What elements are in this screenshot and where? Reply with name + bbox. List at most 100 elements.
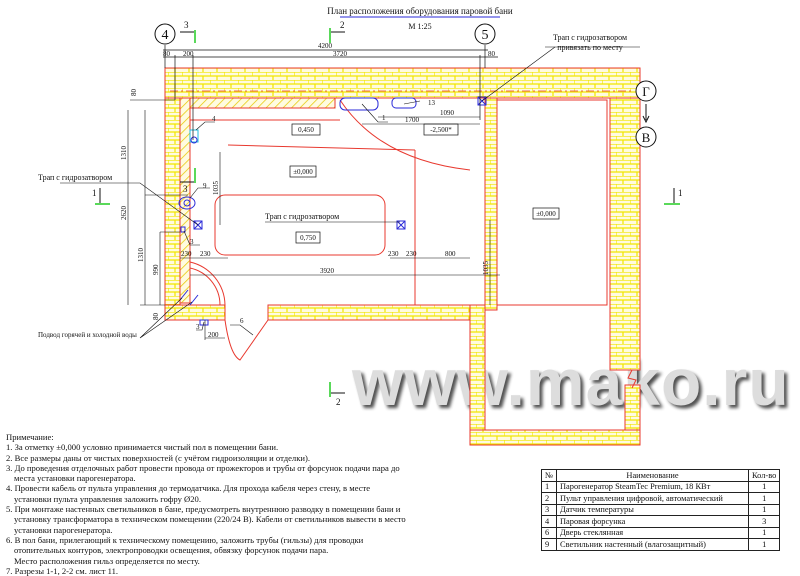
water-pipe-cold (189, 294, 199, 306)
cell-name: Дверь стеклянная (556, 526, 749, 539)
dim-total: 4200 (318, 42, 333, 50)
note-item: 5. При монтаже настенных светильников в … (6, 504, 406, 535)
header-name: Наименование (556, 469, 749, 482)
dim-2620: 2620 (120, 206, 128, 221)
callout-drain-center: Трап с гидрозатвором (265, 212, 339, 221)
pos-9: 9 (203, 182, 207, 190)
cell-qty: 1 (747, 538, 781, 551)
dim-1310a: 1310 (120, 146, 128, 161)
cell-name: Датчик температуры (556, 503, 749, 516)
svg-text:Г: Г (642, 84, 650, 99)
cell-qty: 1 (747, 492, 781, 505)
cell-qty: 1 (747, 526, 781, 539)
header-number: № (541, 469, 557, 482)
cell-name: Паровая форсунка (556, 515, 749, 528)
dim-3920: 3920 (320, 267, 335, 275)
dim-80c: 80 (130, 89, 138, 97)
header-qty: Кол-во (747, 469, 781, 482)
dim-80d: 80 (152, 313, 160, 321)
axis-marker-g: Г (635, 80, 657, 124)
level-0450: 0,450 (298, 126, 314, 134)
svg-text:1: 1 (678, 188, 683, 198)
cell-number: 6 (541, 526, 557, 539)
cell-number: 2 (541, 492, 557, 505)
note-item: 6. В пол бани, прилегающий к техническом… (6, 534, 364, 556)
cell-qty: 1 (747, 480, 781, 493)
axis-marker-4: 4 (154, 23, 176, 45)
nozzle-4 (189, 129, 199, 143)
note-item: 7. Разрезы 1-1, 2-2 см. лист 11. (6, 565, 119, 576)
dim-800: 800 (445, 250, 456, 258)
svg-text:2: 2 (336, 397, 341, 407)
svg-text:3: 3 (184, 20, 189, 30)
dim-990: 990 (152, 264, 160, 275)
svg-text:В: В (642, 130, 651, 145)
drain-top (477, 96, 487, 106)
pos-3-panel: 3 (196, 323, 200, 331)
callout-drain-top-line1: Трап с гидрозатвором (553, 33, 627, 42)
callout-drain-top-line2: привязать по месту (557, 43, 623, 52)
svg-text:5: 5 (482, 28, 489, 43)
cell-name: Парогенератор SteamTec Premium, 18 КВт (556, 480, 749, 493)
drawing-scale: М 1:25 (408, 22, 431, 31)
dim-1035a: 1035 (212, 181, 220, 196)
drain-left (193, 220, 203, 230)
dim-230c: 230 (388, 250, 399, 258)
cell-qty: 3 (747, 515, 781, 528)
section-mark-1-right: 1 (664, 188, 683, 205)
pos-3-sensor: 3 (190, 238, 194, 246)
cell-number: 3 (541, 503, 557, 516)
level-0000-tech: ±0,000 (536, 210, 556, 218)
level-0750: 0,750 (300, 234, 316, 242)
dim-1700: 1700 (405, 116, 420, 124)
dim-1310b: 1310 (137, 248, 145, 263)
note-item: Место расположения гильз определяется по… (14, 555, 200, 566)
dim-1035b: 1035 (482, 261, 490, 276)
drawing-title: План расположения оборудования паровой б… (327, 6, 513, 16)
dim-3720: 3720 (333, 50, 348, 58)
watermark: www.mako.ru (352, 345, 790, 419)
drain-center (396, 220, 406, 230)
cell-number: 1 (541, 480, 557, 493)
axis-marker-v: В (635, 126, 657, 148)
pos-6: 6 (240, 317, 244, 325)
cell-qty: 1 (747, 503, 781, 516)
svg-text:3: 3 (183, 184, 188, 194)
note-item: 1. За отметку ±0,000 условно принимается… (6, 442, 279, 453)
cell-name: Пульт управления цифровой, автоматически… (556, 492, 749, 505)
level-0000-bath: ±0,000 (293, 168, 313, 176)
pos-4: 4 (212, 115, 216, 123)
svg-text:4: 4 (162, 28, 169, 43)
note-item: 3. До проведения отделочных работ провес… (6, 462, 400, 484)
notes-block: Примечание: 1. За отметку ±0,000 условно… (6, 432, 406, 576)
dim-1090: 1090 (440, 109, 455, 117)
cell-number: 9 (541, 538, 557, 551)
steam-generator-13 (391, 97, 417, 109)
level-2500: -2,500* (430, 126, 452, 134)
section-mark-3-top: 3 (180, 20, 196, 43)
dim-80a: 80 (163, 50, 171, 58)
sensor-3 (180, 226, 186, 233)
walls (164, 67, 641, 446)
notes-heading: Примечание: (6, 432, 54, 442)
section-mark-2-bottom: 2 (329, 382, 345, 407)
cell-number: 4 (541, 515, 557, 528)
control-panel-3 (199, 319, 209, 326)
dim-230a: 230 (181, 250, 192, 258)
dim-230d: 230 (406, 250, 417, 258)
dim-200b: 200 (208, 331, 219, 339)
dim-230b: 230 (200, 250, 211, 258)
pos-1: 1 (382, 114, 386, 122)
callout-water-supply: Подвод горячей и холодной воды (38, 331, 137, 339)
svg-text:2: 2 (340, 20, 345, 30)
section-mark-2-top: 2 (329, 20, 345, 43)
callout-drain-left: Трап с гидрозатвором (38, 173, 112, 182)
